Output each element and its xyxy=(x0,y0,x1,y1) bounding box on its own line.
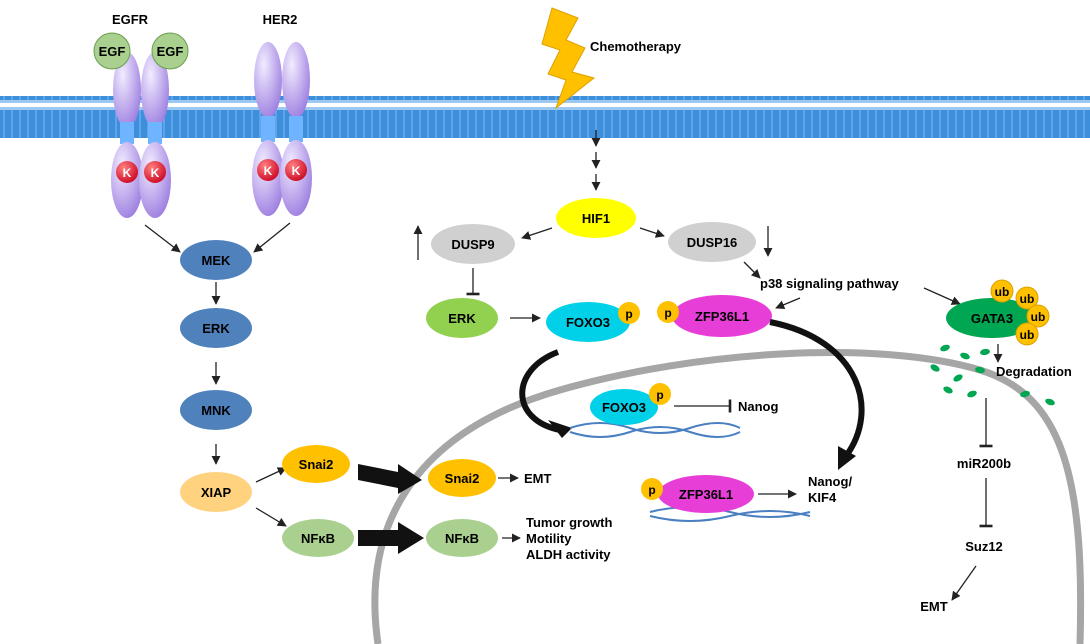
lightning-bolt-icon xyxy=(541,7,596,110)
svg-text:FOXO3: FOXO3 xyxy=(566,315,610,330)
svg-text:XIAP: XIAP xyxy=(201,485,232,500)
kinase-domain-icon xyxy=(144,161,166,183)
svg-text:NFκB: NFκB xyxy=(301,531,335,546)
her2-label: HER2 xyxy=(263,12,298,27)
outcome-motility: Motility xyxy=(526,531,572,546)
arrow xyxy=(255,467,287,483)
degradation-fragments xyxy=(930,344,1055,406)
svg-text:NFκB: NFκB xyxy=(445,531,479,546)
svg-text:Snai2: Snai2 xyxy=(445,471,480,486)
svg-text:K: K xyxy=(292,164,301,178)
nuclear-translocation-arrow xyxy=(358,522,424,554)
egf-ligand xyxy=(151,32,189,70)
svg-text:GATA3: GATA3 xyxy=(971,311,1013,326)
emt-label-right: EMT xyxy=(920,599,948,614)
svg-text:ub: ub xyxy=(1031,310,1046,324)
dna-strand xyxy=(569,426,741,438)
phospho-icon xyxy=(649,383,671,405)
arrow xyxy=(743,261,761,279)
svg-text:DUSP16: DUSP16 xyxy=(687,235,738,250)
svg-text:p: p xyxy=(664,306,671,320)
nuclear-snai2-node xyxy=(428,459,496,497)
nanog-kif4-label-1: Nanog/ xyxy=(808,474,852,489)
egfr-label: EGFR xyxy=(112,12,149,27)
suz12-label: Suz12 xyxy=(965,539,1003,554)
svg-text:MNK: MNK xyxy=(201,403,231,418)
ubiquitin-group: ub ub ub ub xyxy=(990,279,1050,346)
degradation-label: Degradation xyxy=(996,364,1072,379)
arrow xyxy=(639,227,665,238)
nuclear-translocation-arrow xyxy=(358,464,422,494)
hif1-node xyxy=(556,198,636,238)
svg-text:HIF1: HIF1 xyxy=(582,211,610,226)
svg-text:ZFP36L1: ZFP36L1 xyxy=(679,487,733,502)
arrow xyxy=(521,227,553,240)
svg-text:DUSP9: DUSP9 xyxy=(451,237,494,252)
dna-strand xyxy=(569,422,741,434)
svg-text:K: K xyxy=(123,166,132,180)
erk-node-2 xyxy=(426,298,498,338)
nuclear-zfp36l1-node xyxy=(658,475,754,513)
mnk-node xyxy=(180,390,252,430)
phospho-icon xyxy=(657,301,679,323)
svg-text:K: K xyxy=(151,166,160,180)
outcome-aldh: ALDH activity xyxy=(526,547,611,562)
nfkb-node xyxy=(282,519,354,557)
svg-text:ERK: ERK xyxy=(448,311,476,326)
phospho-icon xyxy=(618,302,640,324)
egfr-receptor: EGFR K K EGF EGF xyxy=(93,12,189,218)
svg-text:ub: ub xyxy=(1020,328,1035,342)
arrow xyxy=(951,565,977,601)
svg-text:EGF: EGF xyxy=(157,44,184,59)
svg-text:EGF: EGF xyxy=(99,44,126,59)
svg-text:ZFP36L1: ZFP36L1 xyxy=(695,309,749,324)
dusp16-node xyxy=(668,222,756,262)
egf-ligand xyxy=(93,32,131,70)
phospho-icon xyxy=(641,478,663,500)
chemotherapy-label: Chemotherapy xyxy=(590,39,682,54)
svg-text:ERK: ERK xyxy=(202,321,230,336)
svg-text:p: p xyxy=(625,307,632,321)
mek-node xyxy=(180,240,252,280)
zfp36l1-node xyxy=(672,295,772,337)
xiap-node xyxy=(180,472,252,512)
dusp9-node xyxy=(431,224,515,264)
foxo3-import-arrow xyxy=(519,349,561,433)
arrow xyxy=(923,287,961,305)
svg-text:Snai2: Snai2 xyxy=(299,457,334,472)
kinase-domain-icon xyxy=(116,161,138,183)
nanog-label: Nanog xyxy=(738,399,779,414)
svg-text:p: p xyxy=(656,388,663,402)
foxo3-node xyxy=(546,302,630,342)
svg-text:K: K xyxy=(264,164,273,178)
svg-text:ub: ub xyxy=(995,285,1010,299)
snai2-node xyxy=(282,445,350,483)
nuclear-nfkb-node xyxy=(426,519,498,557)
p38-label: p38 signaling pathway xyxy=(760,276,899,291)
outcome-tumor-growth: Tumor growth xyxy=(526,515,612,530)
svg-text:p: p xyxy=(648,483,655,497)
arrow xyxy=(775,297,801,310)
mir200b-label: miR200b xyxy=(957,456,1011,471)
erk-node xyxy=(180,308,252,348)
arrow xyxy=(253,222,291,253)
gata3-node xyxy=(946,298,1038,338)
cell-membrane xyxy=(0,96,1090,138)
nuclear-foxo3-node xyxy=(590,389,658,425)
zfp36l1-import-arrow xyxy=(769,319,865,458)
arrow xyxy=(144,224,181,253)
dna-strand xyxy=(649,510,811,522)
arrow xyxy=(255,507,287,527)
svg-text:FOXO3: FOXO3 xyxy=(602,400,646,415)
nanog-kif4-label-2: KIF4 xyxy=(808,490,837,505)
svg-text:ub: ub xyxy=(1020,292,1035,306)
her2-receptor: HER2 K K xyxy=(252,12,312,216)
kinase-domain-icon xyxy=(285,159,307,181)
kinase-domain-icon xyxy=(257,159,279,181)
emt-label-nucleus: EMT xyxy=(524,471,552,486)
svg-text:MEK: MEK xyxy=(202,253,232,268)
